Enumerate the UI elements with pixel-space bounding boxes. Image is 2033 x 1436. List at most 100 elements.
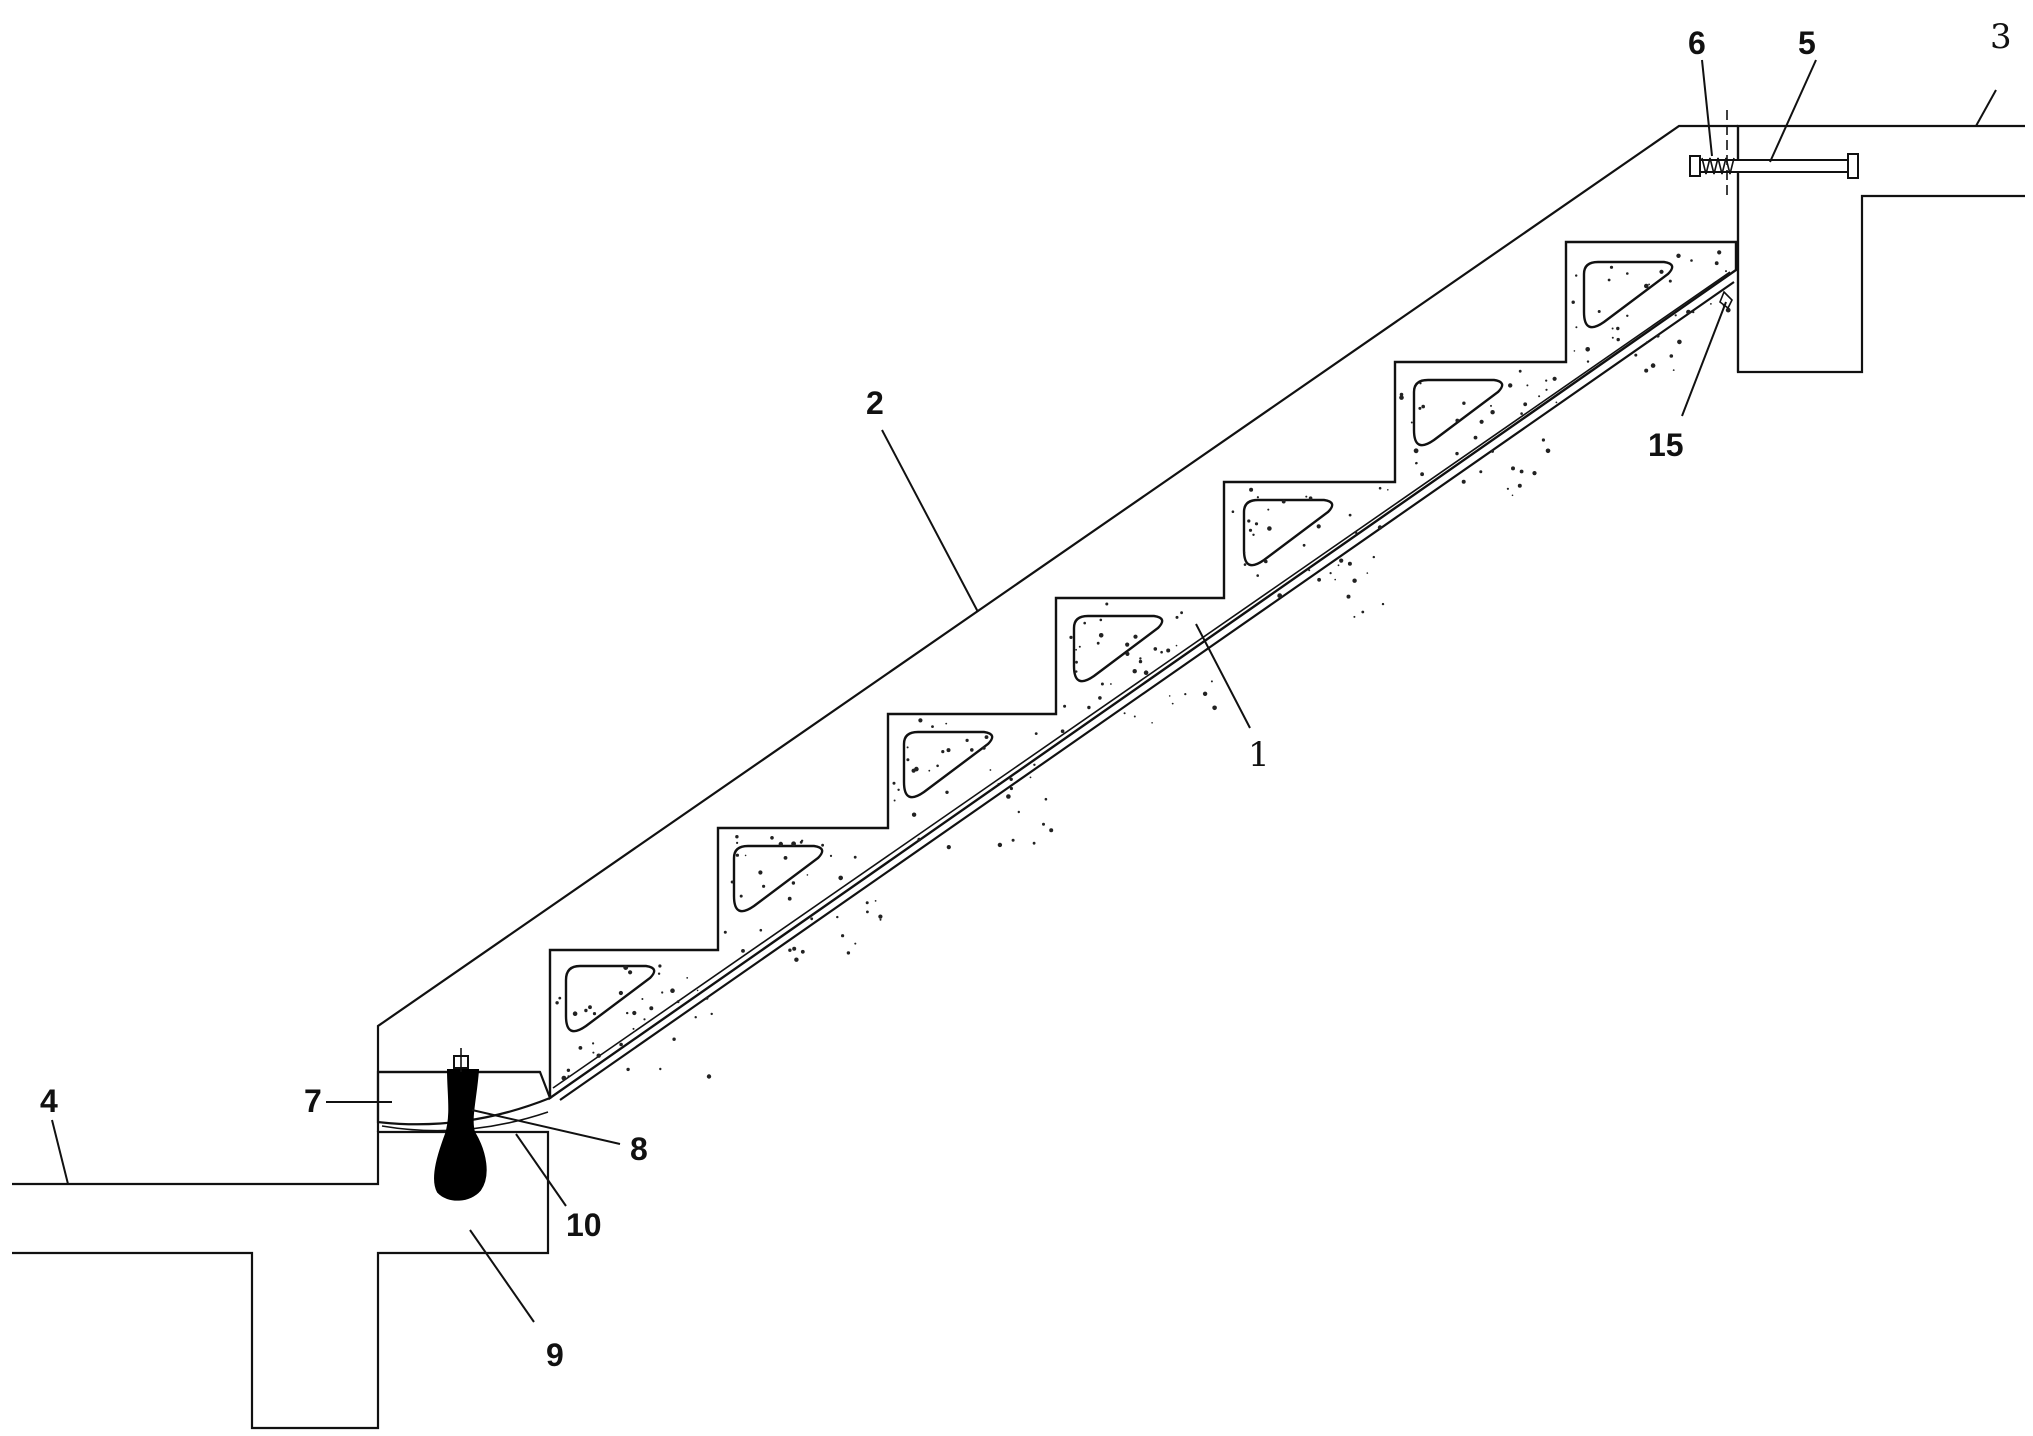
concrete-speck [1717, 250, 1722, 255]
concrete-speck [1421, 404, 1425, 409]
concrete-speck [1139, 657, 1142, 660]
concrete-speck [558, 996, 562, 1000]
concrete-speck [632, 1027, 635, 1030]
concrete-speck [1011, 838, 1015, 842]
concrete-speck [965, 738, 969, 743]
bolt-assembly [1689, 110, 1859, 200]
concrete-speck [792, 946, 797, 951]
concrete-speck [710, 1012, 713, 1016]
concrete-speck [970, 748, 974, 752]
concrete-speck [592, 1042, 595, 1045]
spring-6 [1701, 157, 1735, 175]
concrete-speck [561, 1075, 567, 1081]
concrete-speck [1075, 660, 1078, 664]
concrete-speck [906, 758, 910, 762]
leader-15 [1681, 301, 1727, 417]
concrete-speck [1138, 659, 1143, 664]
concrete-speck [1455, 418, 1460, 423]
concrete-speck [854, 942, 857, 945]
concrete-speck [1479, 419, 1484, 424]
concrete-speck [1100, 682, 1104, 686]
concrete-speck [739, 894, 743, 898]
concrete-speck [791, 841, 796, 847]
concrete-speck [1418, 406, 1422, 410]
concrete-speck [1347, 561, 1352, 566]
concrete-speck [588, 1005, 592, 1010]
concrete-speck [1212, 705, 1217, 711]
concrete-speck [1646, 341, 1649, 344]
concrete-speck [1526, 384, 1529, 387]
concrete-speck [1029, 776, 1032, 779]
stringer-hole [564, 964, 656, 1033]
leader-5 [1769, 59, 1817, 163]
concrete-speck [928, 769, 931, 772]
concrete-speck [1248, 528, 1253, 532]
concrete-speck [1491, 449, 1494, 453]
concrete-speck [1125, 651, 1130, 657]
concrete-speck [1609, 265, 1614, 269]
concrete-speck [945, 722, 948, 725]
concrete-speck [893, 799, 896, 802]
concrete-speck [696, 989, 699, 992]
concrete-speck [1078, 645, 1081, 648]
concrete-speck [1348, 513, 1352, 517]
concrete-speck [1160, 650, 1163, 654]
concrete-speck [657, 972, 661, 975]
concrete-speck [686, 977, 689, 979]
concrete-speck [914, 766, 919, 772]
concrete-speck [788, 948, 792, 952]
concrete-speck [1381, 602, 1385, 606]
concrete-speck [1243, 563, 1247, 566]
concrete-speck [997, 783, 1000, 785]
concrete-speck [1714, 261, 1719, 266]
concrete-speck [1669, 354, 1674, 358]
concrete-speck [1648, 283, 1650, 286]
concrete-speck [1677, 339, 1682, 345]
concrete-speck [1354, 531, 1358, 534]
concrete-speck [1575, 274, 1578, 277]
concrete-speck [1099, 618, 1103, 622]
concrete-speck [735, 853, 740, 857]
label-10: 10 [566, 1207, 602, 1243]
concrete-speck [841, 934, 845, 938]
concrete-speck [1133, 715, 1136, 718]
concrete-speck [1616, 337, 1620, 342]
concrete-speck [1659, 269, 1664, 274]
concrete-speck [1650, 363, 1656, 368]
concrete-speck [911, 812, 917, 817]
concrete-speck [918, 718, 923, 723]
concrete-speck [572, 1011, 578, 1016]
concrete-speck [917, 837, 921, 842]
concrete-speck [1329, 572, 1332, 575]
concrete-speck [1668, 279, 1672, 283]
concrete-speck [592, 1051, 595, 1054]
concrete-speck [1308, 569, 1311, 572]
concrete-speck [1676, 253, 1681, 258]
concrete-speck [626, 1011, 629, 1015]
label-2: 2 [866, 385, 884, 421]
concrete-speck [783, 856, 788, 860]
concrete-speck [1506, 487, 1509, 490]
concrete-speck [1415, 461, 1418, 465]
corner-stop-15 [1719, 290, 1733, 310]
concrete-speck [946, 845, 951, 850]
concrete-speck [1511, 466, 1515, 471]
concrete-speck [853, 855, 857, 859]
concrete-speck [641, 998, 644, 1000]
concrete-speck [787, 896, 792, 901]
concrete-speck [1508, 383, 1513, 388]
concrete-speck [1009, 777, 1013, 781]
concrete-speck [584, 1008, 588, 1013]
concrete-speck [759, 928, 763, 932]
concrete-speck [1479, 470, 1483, 474]
concrete-speck [1378, 486, 1382, 490]
concrete-speck [1690, 259, 1693, 262]
concrete-speck [632, 1010, 637, 1016]
concrete-speck [1175, 615, 1179, 619]
concrete-speck [1096, 641, 1100, 645]
stringer-hole [1412, 378, 1504, 447]
concrete-speck [1656, 334, 1660, 338]
concrete-speck [596, 1053, 601, 1058]
concrete-speck [1316, 524, 1321, 529]
concrete-speck [1231, 510, 1235, 513]
